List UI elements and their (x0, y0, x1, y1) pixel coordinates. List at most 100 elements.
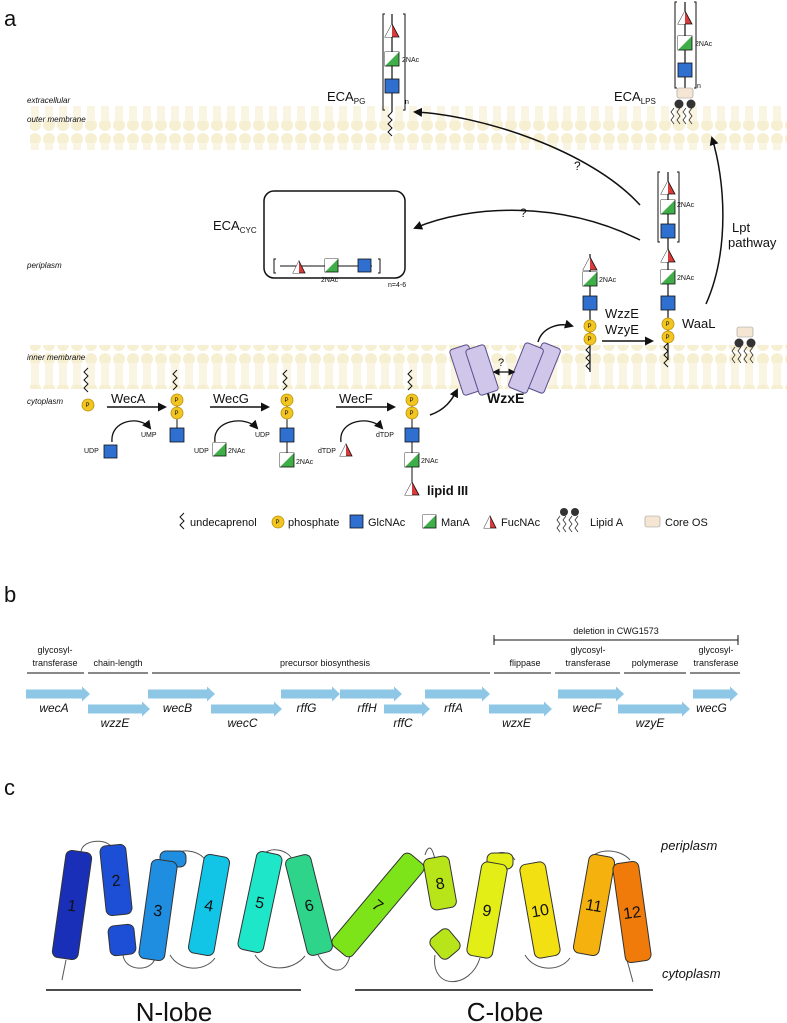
gene-label-wzzE: wzzE (101, 716, 131, 730)
wzze-label: WzzE (605, 306, 639, 321)
gene-label-wecC: wecC (227, 716, 257, 730)
flipped-p1: P (588, 324, 592, 330)
helix-segment-1 (107, 923, 137, 957)
gene-label-rffA: rffA (444, 701, 463, 715)
func-glycosyl-1a: glycosyl- (37, 645, 72, 655)
helix-label-4: 4 (203, 897, 215, 915)
legend-undecaprenol: undecaprenol (190, 517, 257, 529)
legend-phosphate-p: P (276, 520, 280, 526)
helix-3 (138, 858, 178, 962)
wecg-cosubstrate-arc (214, 419, 259, 443)
helix-label-1: 1 (66, 897, 77, 915)
helix-6 (285, 854, 333, 956)
label-inner-membrane: inner membrane (27, 353, 86, 362)
weca-udp: UDP (84, 448, 99, 455)
gene-label-rffG: rffG (297, 701, 317, 715)
helix-label-12: 12 (622, 904, 642, 923)
eca-lps-chain: 2NAc n (670, 1, 713, 125)
eca-lps-label: ECALPS (614, 89, 656, 106)
arrow-into-wzxe (429, 388, 458, 416)
gene-label-wecA: wecA (39, 701, 68, 715)
helix-label-3: 3 (152, 902, 163, 920)
lipid-ii-p1: P (285, 398, 289, 404)
und-p: P (81, 367, 95, 412)
gene-label-rffH: rffH (357, 701, 377, 715)
gene-label-wecG: wecG (696, 701, 727, 715)
eca-cyc-unit: 2NAc n=4-6 (273, 258, 406, 289)
n-lobe-label: N-lobe (136, 997, 213, 1023)
eca-pg-label: ECAPG (327, 89, 365, 106)
func-precursor: precursor biosynthesis (280, 658, 371, 668)
label-cytoplasm: cytoplasm (27, 397, 63, 406)
helix-label-10: 10 (530, 902, 551, 922)
undp-p: P (86, 403, 90, 409)
lipid-iii-p1: P (410, 398, 414, 404)
legend-undecaprenol-icon (179, 512, 185, 530)
wzxe-label: WzxE (487, 390, 524, 406)
arrow-to-eca-pg (413, 107, 641, 206)
eca-pg-n: n (405, 99, 409, 106)
eca-cyc-ring (263, 190, 406, 279)
helix-1 (51, 849, 93, 961)
lps-in-inner-membrane (731, 326, 756, 364)
func-chain-length: chain-length (93, 658, 142, 668)
lipid-iii-label: lipid III (427, 483, 468, 498)
question-eca-pg: ? (574, 159, 581, 173)
wecf-label: WecF (339, 391, 373, 406)
helix-11 (572, 853, 616, 957)
panel-a-letter: a (4, 6, 17, 31)
eca-cyc-label: ECACYC (213, 218, 257, 235)
helix-10 (519, 861, 561, 959)
eca-cyc-2nac: 2NAc (321, 277, 339, 284)
wzye-label: WzyE (605, 322, 639, 337)
arrow-lpt (705, 136, 724, 305)
helix-2 (99, 843, 133, 917)
c-lobe-label: C-lobe (467, 997, 544, 1023)
polymer-p1: P (666, 322, 670, 328)
polymer-2nac-2: 2NAc (677, 275, 695, 282)
arrow-out-wzxe (537, 319, 574, 343)
question-eca-cyc: ? (520, 206, 527, 220)
legend-mana: ManA (441, 517, 470, 529)
helix-label-9: 9 (481, 902, 493, 920)
wecf-dtdp-in: dTDP (318, 448, 336, 455)
lipid-iii: P P 2NAc (404, 369, 439, 496)
helix-label-6: 6 (303, 897, 316, 916)
lipid-ii-2nac: 2NAc (296, 459, 314, 466)
gene-arrow-wzzE (88, 701, 150, 717)
wecg-udp-out: UDP (255, 432, 270, 439)
eca-lps-2nac: 2NAc (695, 41, 713, 48)
wecf-cosubstrate-arc (340, 419, 384, 443)
lipid-iii-2nac: 2NAc (421, 458, 439, 465)
eca-pg-chain: 2NAc n (382, 13, 420, 137)
gene-label-rffC: rffC (393, 716, 413, 730)
gene-arrow-wecC (211, 701, 282, 717)
legend-fucnac: FucNAc (501, 517, 541, 529)
cytoplasm-c: cytoplasm (662, 966, 721, 981)
periplasm-c: periplasm (660, 838, 718, 853)
helix-label-11: 11 (584, 897, 603, 917)
gene-label-wzxE: wzxE (502, 716, 532, 730)
legend-lipid-a: Lipid A (590, 517, 624, 529)
flipped-lipid-iii: 2NAc P P (582, 254, 617, 372)
eca-pg-2nac: 2NAc (402, 57, 420, 64)
lipid-ii: P P 2NAc (279, 369, 314, 468)
func-glycosyl-1b: transferase (32, 658, 77, 668)
label-extracellular: extracellular (27, 96, 70, 105)
gene-arrow-wecA (26, 686, 90, 702)
label-outer-membrane: outer membrane (27, 115, 86, 124)
gene-arrow-wecG (693, 686, 738, 702)
func-glycosyl-7a: glycosyl- (698, 645, 733, 655)
gene-label-wzyE: wzyE (636, 716, 666, 730)
label-periplasm: periplasm (26, 261, 62, 270)
deletion-bracket (493, 635, 739, 645)
lipid-i: P P (169, 369, 185, 443)
gene-arrow-rffG (281, 686, 340, 702)
gene-arrow-rffA (425, 686, 490, 702)
deletion-label: deletion in CWG1573 (573, 626, 659, 636)
flipped-p2: P (588, 337, 592, 343)
func-glycosyl-5a: glycosyl- (570, 645, 605, 655)
func-flippase: flippase (509, 658, 540, 668)
